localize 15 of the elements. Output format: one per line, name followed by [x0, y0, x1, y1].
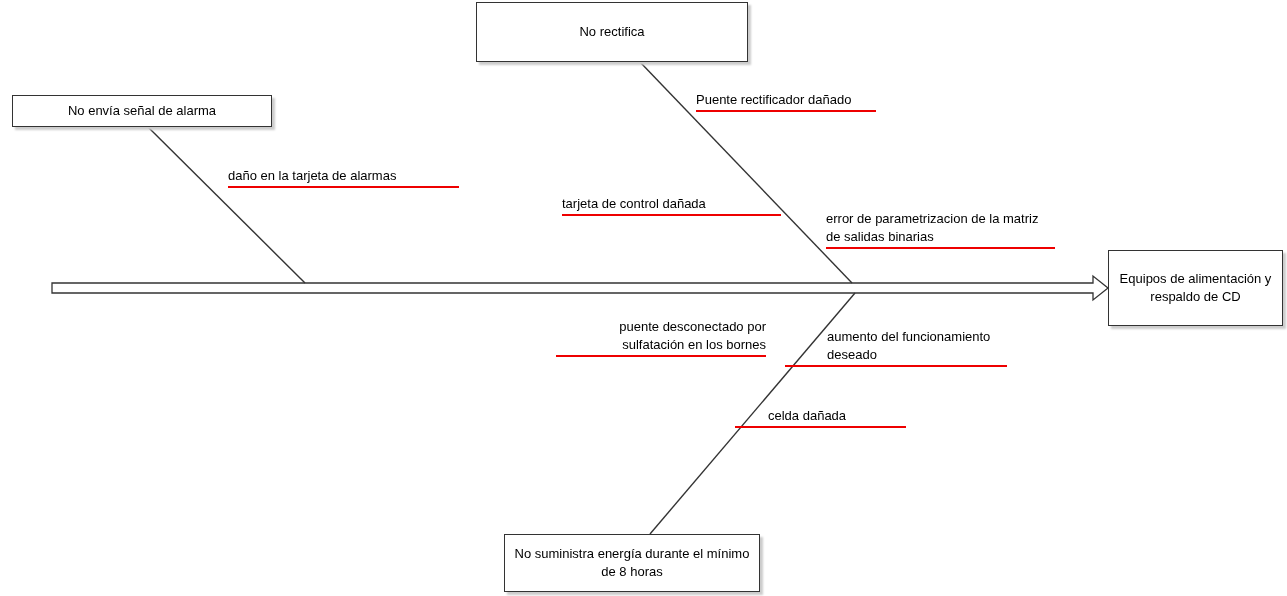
- effect-box: Equipos de alimentación y respaldo de CD: [1108, 250, 1283, 326]
- cause-category-box: No envía señal de alarma: [12, 95, 272, 127]
- cause-label: error de parametrizacion de la matriz de salidas binarias: [826, 210, 1055, 250]
- bone-line: [147, 126, 306, 284]
- bone-line: [649, 292, 856, 535]
- cause-label: aumento del funcionamiento deseado: [785, 328, 1007, 368]
- cause-label: Puente rectificador dañado: [696, 91, 876, 113]
- bone-line: [639, 61, 853, 284]
- spine-arrow: [51, 274, 1110, 302]
- cause-category-box: No rectifica: [476, 2, 748, 62]
- cause-label: daño en la tarjeta de alarmas: [228, 167, 459, 189]
- cause-label: puente desconectado por sulfatación en los bornes: [556, 318, 766, 358]
- cause-label: celda dañada: [735, 407, 906, 429]
- cause-category-box: No suministra energía durante el mínimo de 8 horas: [504, 534, 760, 592]
- cause-label: tarjeta de control dañada: [562, 195, 781, 217]
